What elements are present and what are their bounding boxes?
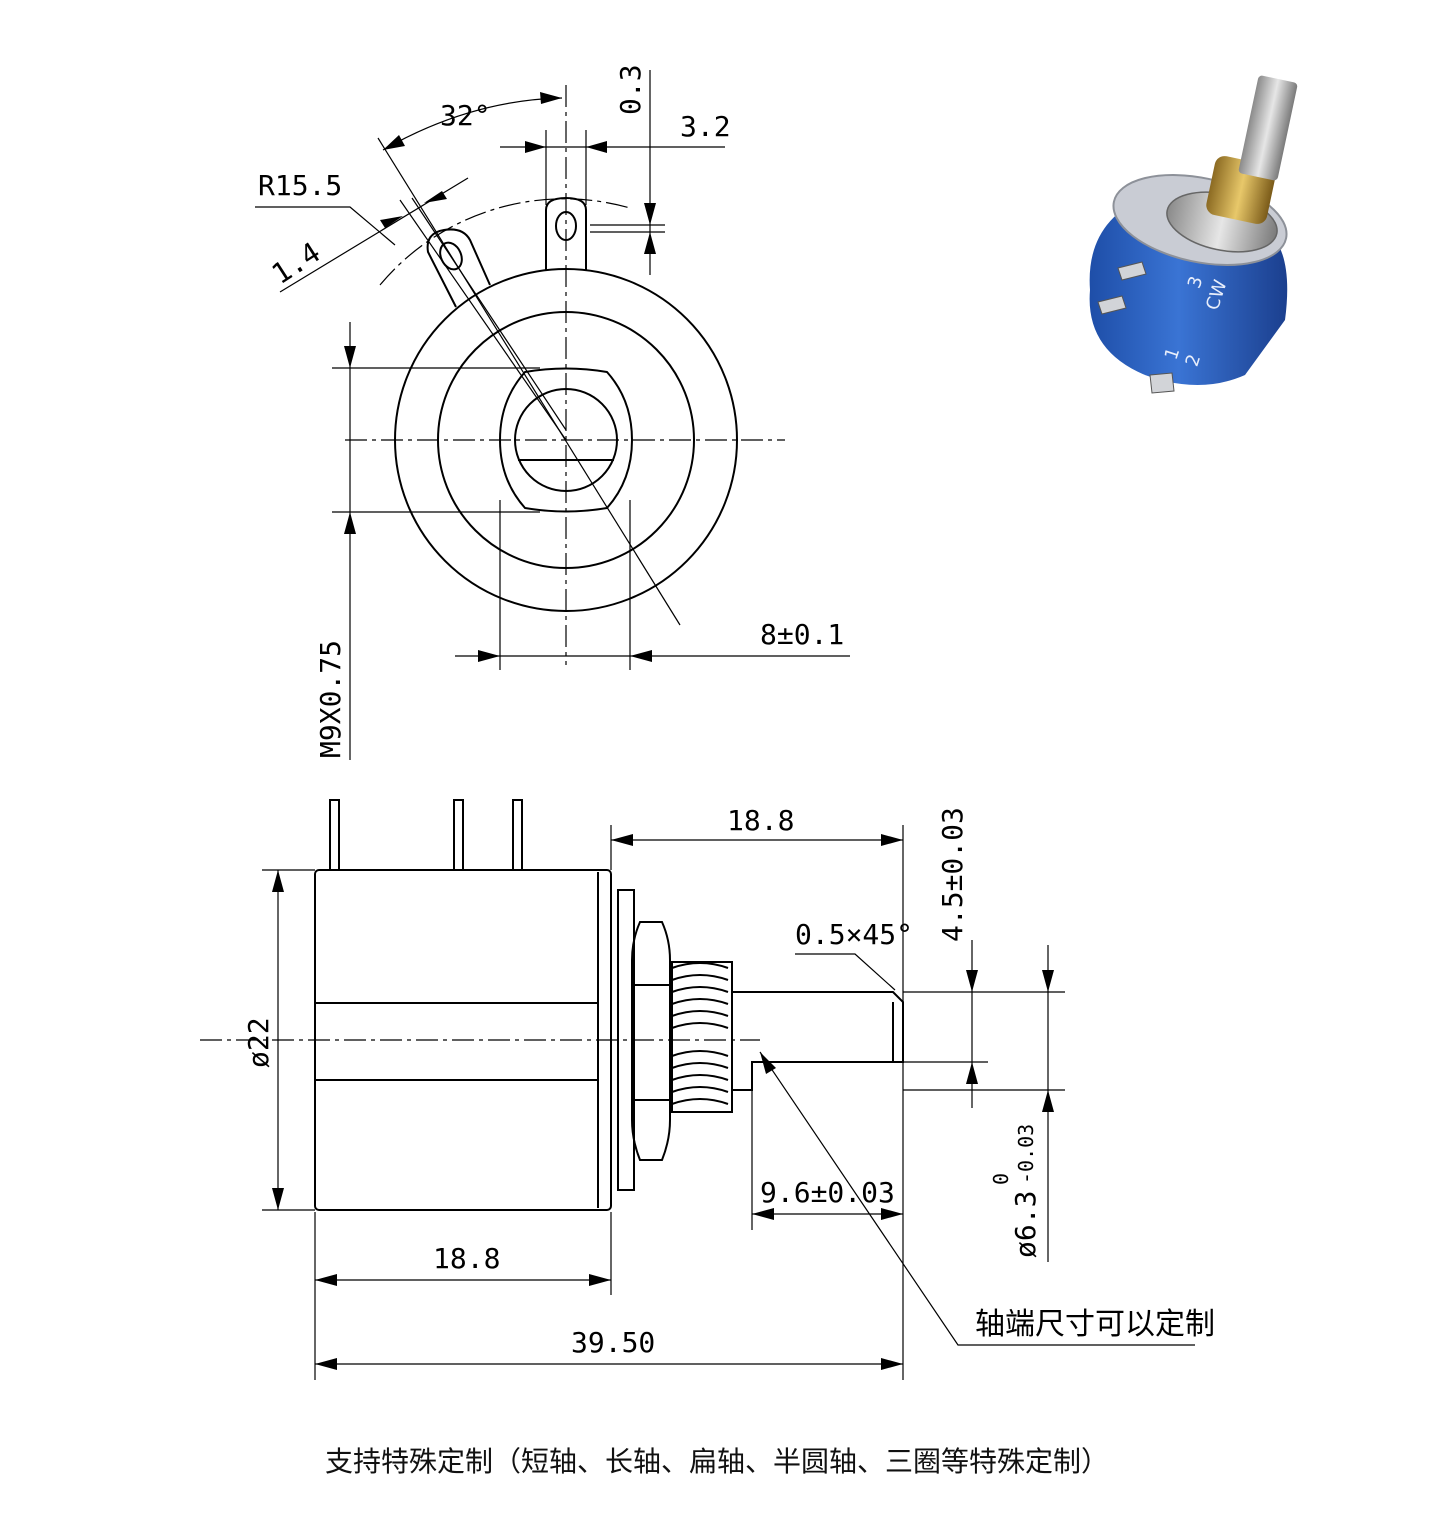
angled-terminal xyxy=(426,228,491,308)
flat-len-arrow-right xyxy=(881,1208,903,1220)
slot-arrow-right xyxy=(586,141,607,153)
total-len-arrow-left xyxy=(315,1358,337,1370)
slot-arrow-left xyxy=(525,141,546,153)
shaft-len-arrow-left xyxy=(611,834,633,846)
depth-arrow-bottom xyxy=(644,232,656,254)
terminal-arc xyxy=(379,198,631,286)
inner-body-circle xyxy=(437,311,695,569)
flat-height-label: 4.5±0.03 xyxy=(936,807,969,942)
shaft-diameter-label: ø6.3 xyxy=(1009,1191,1042,1258)
customization-caption: 支持特殊定制（短轴、长轴、扁轴、半圆轴、三圈等特殊定制） xyxy=(324,1445,1109,1478)
note-arrow xyxy=(760,1052,776,1074)
pin-1 xyxy=(329,799,340,871)
outer-body-circle xyxy=(394,268,738,612)
top-view: 32° 3.2 0.3 R15.5 1.4 8±0.1 xyxy=(255,64,850,760)
chamfer-leader xyxy=(795,953,896,991)
thickness-arrow-b xyxy=(424,191,447,203)
photo-shaft xyxy=(1238,75,1298,181)
dia22-arrow-top xyxy=(272,870,284,892)
dia6-arrow-bottom xyxy=(1042,1090,1054,1112)
flat-length-label: 9.6±0.03 xyxy=(760,1176,895,1209)
thread-coils xyxy=(671,961,733,1113)
angle-line-c xyxy=(411,197,567,431)
bushing-flat-label: 8±0.1 xyxy=(760,618,844,651)
slot-width-label: 3.2 xyxy=(680,110,731,143)
angle-arrow-left xyxy=(383,135,405,150)
body-diameter-label: ø22 xyxy=(242,1017,275,1068)
body-len-arrow-left xyxy=(315,1274,337,1286)
angle-line-b xyxy=(399,199,567,441)
thickness-arrow-a xyxy=(380,216,403,228)
dia22-arrow-bottom xyxy=(272,1188,284,1210)
flat-arrow-left xyxy=(478,650,500,662)
radius-leader xyxy=(255,206,396,246)
shaft-circle xyxy=(514,388,618,492)
shaft-length-label: 18.8 xyxy=(727,804,794,837)
body-length-label: 18.8 xyxy=(433,1242,500,1275)
photo-lug-2 xyxy=(1097,295,1127,315)
top-terminal-hole xyxy=(555,211,577,241)
pin-2 xyxy=(453,799,464,871)
shaft-tol-lower: -0.03 xyxy=(1014,1124,1038,1184)
body-len-arrow-right xyxy=(589,1274,611,1286)
angle-line-a xyxy=(377,137,681,626)
dia6-arrow-top xyxy=(1042,970,1054,992)
angle-dimension-arc xyxy=(382,97,563,151)
angle-arrow-right xyxy=(540,92,562,104)
custom-shaft-note: 轴端尺寸可以定制 xyxy=(975,1307,1215,1342)
hex-nut xyxy=(631,921,671,1161)
shaft-tol-upper: 0 xyxy=(989,1173,1013,1185)
shaft-len-arrow-right xyxy=(881,834,903,846)
flat-arrow-right xyxy=(630,650,652,662)
thread-label: M9X0.75 xyxy=(314,640,347,758)
flat-h-arrow-top xyxy=(966,970,978,992)
total-length-label: 39.50 xyxy=(571,1326,655,1359)
thread-arrow-top xyxy=(344,346,356,368)
total-len-arrow-right xyxy=(881,1358,903,1370)
top-terminal xyxy=(545,196,587,270)
flat-h-arrow-bottom xyxy=(966,1062,978,1084)
flat-len-arrow-left xyxy=(752,1208,774,1220)
product-photo: 1 2 3 CW xyxy=(1089,75,1298,394)
photo-lug-3 xyxy=(1149,372,1175,394)
side-view: 18.8 4.5±0.03 0.5×45° ø22 9.6±0.03 ø6.3 … xyxy=(200,799,1215,1380)
depth-arrow-top xyxy=(644,203,656,225)
shaft-outline xyxy=(732,991,904,1091)
thread-arrow-bottom xyxy=(344,512,356,534)
angle-label: 32° xyxy=(440,99,491,132)
note-leader xyxy=(759,1051,1195,1346)
pin-3 xyxy=(512,799,523,871)
thickness-label: 1.4 xyxy=(266,236,326,291)
photo-lug-1 xyxy=(1117,261,1147,281)
chamfer-label: 0.5×45° xyxy=(795,918,913,951)
slot-depth-label: 0.3 xyxy=(614,64,647,115)
radius-label: R15.5 xyxy=(258,169,342,202)
